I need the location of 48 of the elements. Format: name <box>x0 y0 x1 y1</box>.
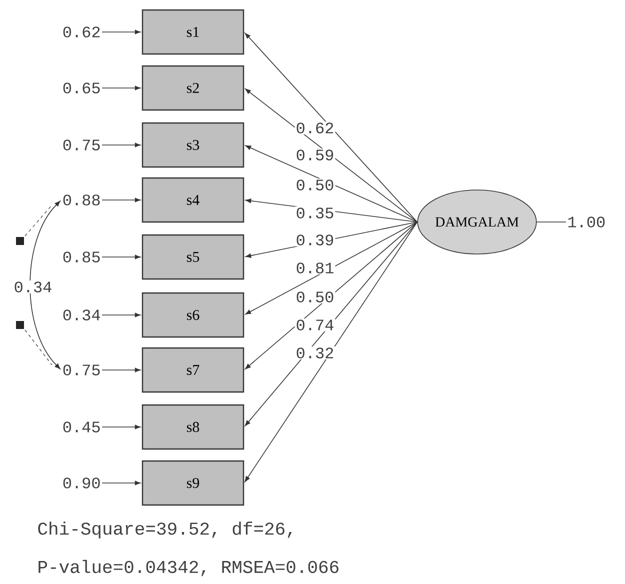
variable-box: s8 <box>142 404 244 450</box>
error-variance: 0.88 <box>63 194 100 206</box>
error-variance: 0.90 <box>63 478 100 488</box>
error-variance: 0.75 <box>63 364 100 376</box>
edge-label: 0.35 <box>294 206 336 220</box>
covariance-arc <box>30 200 60 370</box>
arrow <box>245 88 418 222</box>
arrow <box>102 368 141 372</box>
arrow <box>102 480 141 486</box>
error-variance: 0.34 <box>63 310 100 320</box>
error-variance: 0.75 <box>63 140 100 150</box>
arrow <box>102 86 141 90</box>
error-variance: 0.65 <box>63 82 100 94</box>
arrow <box>102 312 141 318</box>
arrow <box>102 424 141 430</box>
variable-box: s4 <box>142 177 244 223</box>
edge-label: 0.39 <box>294 234 336 246</box>
arrow <box>102 30 141 34</box>
variable-box: s9 <box>142 460 244 506</box>
edge-label: 0.34 <box>12 280 54 294</box>
edge-label: 0.50 <box>294 178 336 192</box>
arrow <box>245 222 418 370</box>
edge-label: 0.59 <box>294 148 336 162</box>
variance-value: 1.00 <box>568 216 605 228</box>
error-variance: 0.45 <box>63 422 100 432</box>
variable-box: s2 <box>142 65 244 111</box>
arrow <box>102 142 141 148</box>
arrow <box>245 145 418 222</box>
arrow <box>102 198 141 202</box>
fit-statistics: P-value=0.04342, RMSEA=0.066 <box>38 560 338 576</box>
edge-label: 0.50 <box>294 290 336 304</box>
edge-label: 0.81 <box>294 262 336 274</box>
variable-box: s5 <box>142 234 244 280</box>
edge-label: 0.74 <box>294 318 336 332</box>
edge-label: 0.62 <box>294 122 336 134</box>
arrow <box>244 222 418 426</box>
arrow <box>244 222 418 482</box>
arrow <box>102 254 141 260</box>
error-variance: 0.85 <box>63 252 100 262</box>
variable-box: s7 <box>142 347 244 393</box>
fit-statistics: Chi-Square=39.52, df=26, <box>38 522 292 538</box>
error-variance: 0.62 <box>63 26 100 38</box>
variable-box: s6 <box>142 292 244 338</box>
arrow <box>244 32 418 222</box>
variable-box: s1 <box>142 9 244 55</box>
edge-label: 0.32 <box>294 346 336 360</box>
variable-box: s3 <box>142 122 244 168</box>
arrow <box>245 222 418 315</box>
